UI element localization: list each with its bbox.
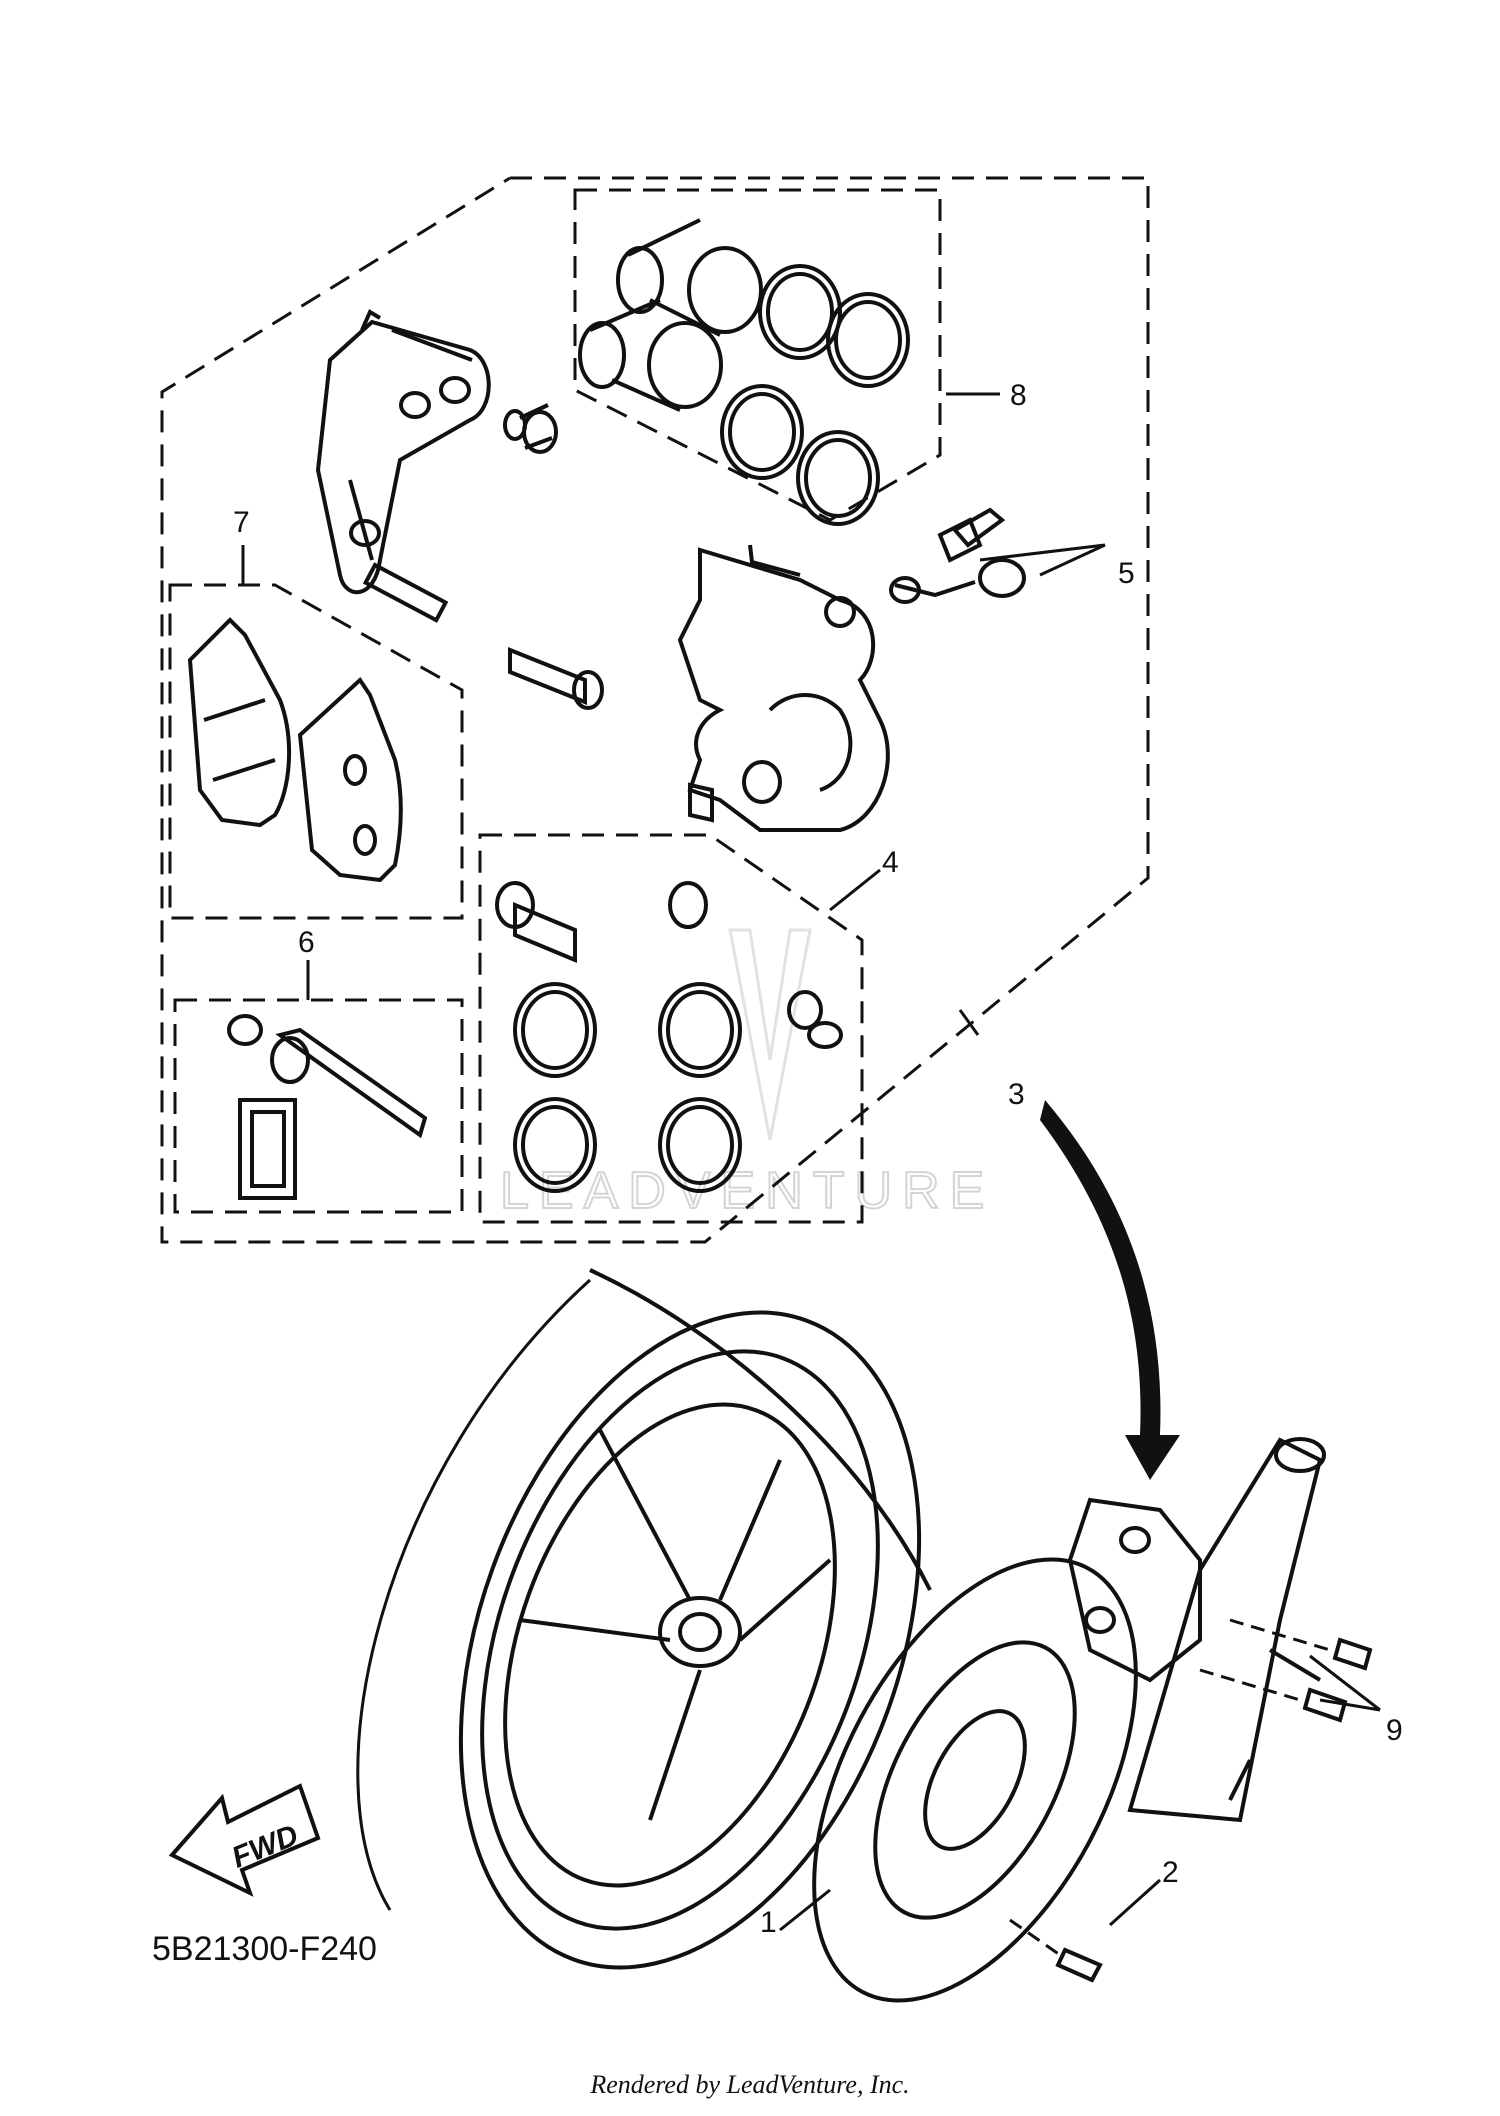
slide-pin-boot [503, 403, 558, 454]
seal-kit-box-8 [573, 188, 942, 526]
fwd-label: FWD [227, 1819, 303, 1875]
callout-6: 6 [298, 926, 315, 959]
diagram-code: 5B21300-F240 [152, 1930, 377, 1968]
assembly-arrow [1040, 1100, 1180, 1480]
piston-group [578, 218, 910, 526]
callout-5: 5 [1118, 557, 1135, 590]
fwd-arrow: FWD [168, 1783, 321, 1897]
leader-lines [241, 392, 1381, 1932]
callout-8: 8 [1010, 379, 1027, 412]
footer-credit: Rendered by LeadVenture, Inc. [590, 2070, 910, 2099]
caliper-kit-outline [160, 176, 1150, 1244]
callout-3: 3 [1008, 1078, 1025, 1111]
pad-kit-box-7 [168, 583, 464, 920]
callout-7: 7 [233, 506, 250, 539]
caliper-bolts [1199, 1618, 1373, 1723]
callout-numbers: 1 2 3 4 5 6 7 8 9 [233, 379, 1403, 1939]
callout-1: 1 [760, 1906, 777, 1939]
pin-kit-box-6 [173, 998, 464, 1214]
brake-disc [812, 1557, 1138, 2003]
callout-9: 9 [1386, 1714, 1403, 1747]
caliper-bracket [315, 309, 491, 623]
caliper-body [677, 544, 890, 832]
front-wheel [356, 1268, 932, 1970]
callout-2: 2 [1162, 1856, 1179, 1889]
callout-4: 4 [882, 846, 899, 879]
watermark-text: LEADVENTURE [500, 1162, 994, 1220]
disc-bolt [1009, 1918, 1103, 1983]
slide-pin [508, 647, 604, 710]
bleed-screw-cap [889, 507, 1026, 604]
caliper-seal-box-4 [478, 833, 864, 1224]
front-fork [1127, 1437, 1326, 1823]
